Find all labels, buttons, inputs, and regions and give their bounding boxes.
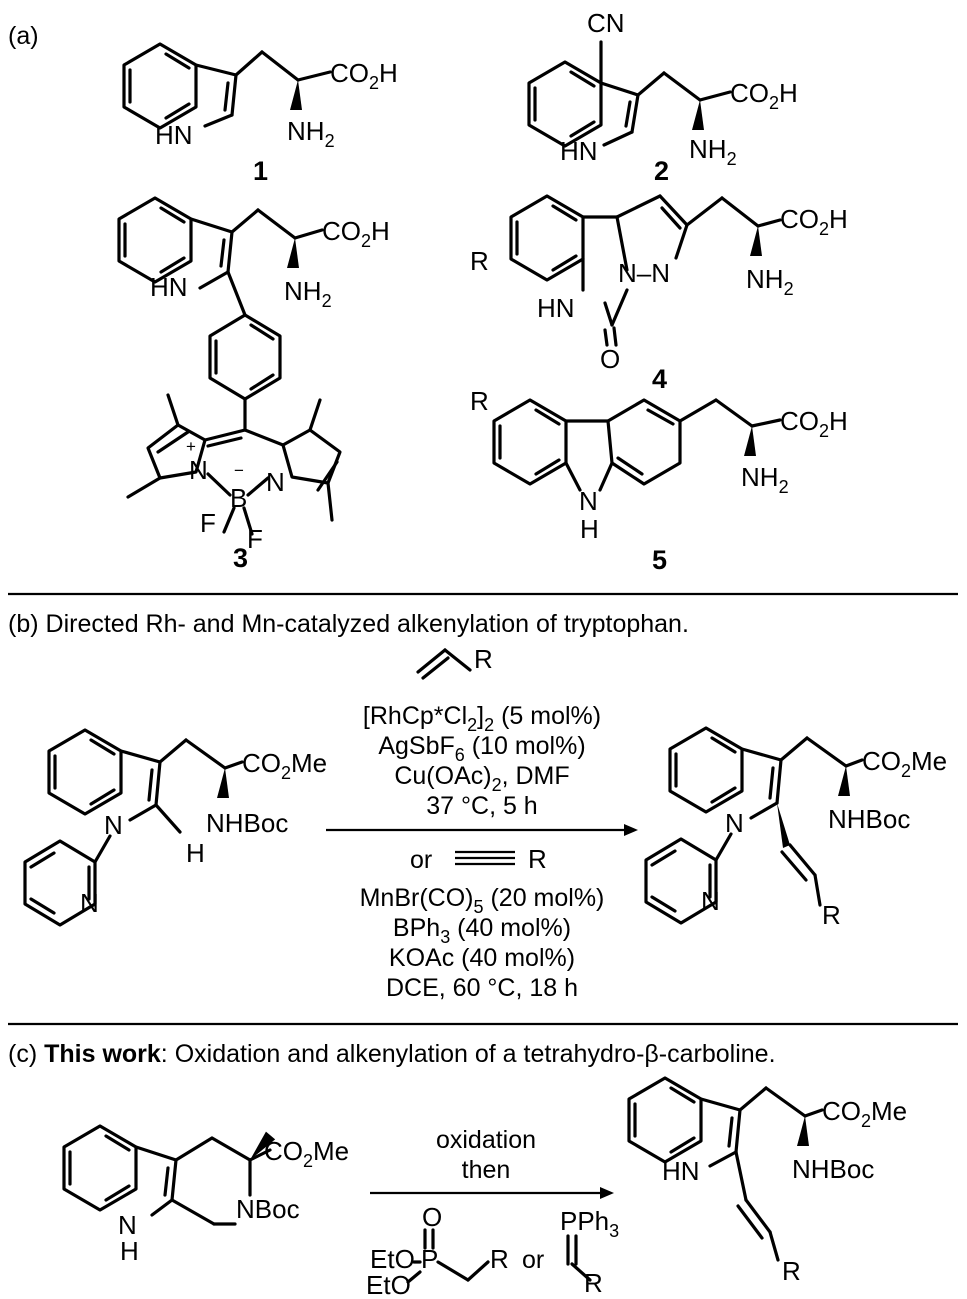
compound-1-number: 1 — [253, 156, 268, 186]
compound-2-number: 2 — [654, 156, 669, 186]
condition-base: KOAc (40 mol%) — [389, 944, 575, 972]
alkene-reagent — [416, 648, 472, 680]
compound-4-nh2-label: NH2 — [746, 264, 794, 299]
compound-1-nh2-label: NH2 — [287, 116, 335, 151]
compound-c-sm-nboc-label: NBoc — [236, 1194, 300, 1224]
alkene-r-label: R — [474, 644, 493, 674]
panel-a-label: (a) — [8, 22, 39, 50]
compound-c-prod-hn-label: HN — [662, 1156, 700, 1186]
compound-5-structure — [492, 398, 782, 492]
compound-c-prod-co2me-label: CO2Me — [822, 1096, 907, 1131]
compound-2-cn-label: CN — [587, 8, 625, 38]
compound-4-r-label: R — [470, 246, 489, 276]
panel-b-title: (b) Directed Rh- and Mn-catalyzed alkeny… — [8, 610, 689, 638]
compound-3-number: 3 — [233, 543, 248, 573]
condition-c-step2: then — [462, 1156, 511, 1184]
condition-c-step1: oxidation — [436, 1126, 536, 1154]
compound-3-co2h-label: CO2H — [322, 216, 390, 251]
compound-b-starting-material — [23, 728, 244, 927]
panel-c-title: (c) This work: Oxidation and alkenylatio… — [8, 1040, 776, 1068]
compound-4-o-label: O — [600, 344, 620, 374]
condition-ag-salt: AgSbF6 (10 mol%) — [378, 732, 585, 765]
ylide-r-label: R — [584, 1268, 603, 1298]
compound-3-f2-label: F — [247, 524, 263, 554]
compound-4-number: 4 — [652, 364, 667, 394]
compound-c-prod-nhboc-label: NHBoc — [792, 1154, 874, 1184]
compound-b-prod-r-label: R — [822, 900, 841, 930]
phosphonate-eto1-label: EtO — [370, 1244, 415, 1274]
compound-2-structure — [527, 40, 732, 148]
compound-3-structure — [117, 196, 342, 536]
compound-4-co2h-label: CO2H — [780, 204, 848, 239]
condition-borane: BPh3 (40 mol%) — [393, 914, 571, 947]
compound-3-f1-label: F — [200, 508, 216, 538]
compound-b-sm-h-label: H — [186, 838, 205, 868]
compound-3-b-label: B — [230, 483, 247, 513]
compound-5-n-label: N — [579, 486, 598, 516]
phosphonate-r-label: R — [490, 1244, 509, 1274]
compound-5-nh2-label: NH2 — [741, 462, 789, 497]
compound-b-prod-n2-label: N — [701, 886, 720, 916]
compound-c-product — [627, 1076, 824, 1262]
compound-1-co2h-label: CO2H — [330, 58, 398, 93]
compound-b-sm-co2me-label: CO2Me — [242, 748, 327, 783]
compound-3-minus-charge: − — [234, 461, 244, 480]
phosphonate-p-label: P — [421, 1244, 438, 1274]
condition-rh-catalyst: [RhCp*Cl2]2 (5 mol%) — [363, 702, 601, 735]
compound-b-prod-n1-label: N — [725, 808, 744, 838]
compound-4-hn-label: HN — [537, 293, 575, 323]
compound-2-nh-label: HN — [560, 136, 598, 166]
compound-b-sm-nhboc-label: NHBoc — [206, 808, 288, 838]
compound-c-sm-n-label: N — [118, 1210, 137, 1240]
phosphonate-eto2-label: EtO — [366, 1270, 411, 1299]
compound-2-nh2-label: NH2 — [689, 134, 737, 169]
ylide-pph3-label: PPh3 — [560, 1206, 619, 1241]
condition-or: or — [410, 846, 432, 874]
condition-c-or: or — [522, 1246, 544, 1274]
compound-b-sm-n1-label: N — [104, 810, 123, 840]
phosphonate-o-label: O — [422, 1202, 442, 1232]
condition-cu-oxidant: Cu(OAc)2, DMF — [394, 762, 569, 795]
compound-4-nn-label: N–N — [618, 258, 670, 288]
compound-c-starting-material — [62, 1124, 276, 1226]
compound-b-product — [644, 726, 864, 925]
compound-5-h-label: H — [580, 514, 599, 544]
compound-5-r-label: R — [470, 386, 489, 416]
alkyne-reagent — [455, 850, 515, 866]
compound-b-sm-n2-label: N — [80, 888, 99, 918]
compound-c-sm-h-label: H — [120, 1236, 139, 1266]
reaction-arrow-c — [370, 1187, 614, 1199]
compound-b-prod-co2me-label: CO2Me — [862, 746, 947, 781]
compound-c-sm-co2me-label: CO2Me — [264, 1136, 349, 1171]
reaction-arrow-b — [326, 824, 638, 836]
compound-3-nh2-label: NH2 — [284, 276, 332, 311]
compound-3-plus-charge: + — [186, 437, 196, 456]
compound-2-co2h-label: CO2H — [730, 78, 798, 113]
condition-temp-1: 37 °C, 5 h — [426, 792, 537, 820]
compound-5-co2h-label: CO2H — [780, 406, 848, 441]
compound-1-structure — [122, 42, 332, 130]
compound-c-prod-r-label: R — [782, 1256, 801, 1286]
phosphonate-reagent — [406, 1228, 490, 1284]
compound-3-n2-label: N — [266, 467, 285, 497]
compound-3-n1-label: N — [189, 455, 208, 485]
alkyne-r-label: R — [528, 844, 547, 874]
ylide-reagent — [566, 1234, 592, 1282]
compound-b-prod-nhboc-label: NHBoc — [828, 804, 910, 834]
compound-3-nh-label: HN — [150, 272, 188, 302]
condition-temp-2: DCE, 60 °C, 18 h — [386, 974, 578, 1002]
compound-4-structure — [509, 194, 782, 347]
compound-5-number: 5 — [652, 545, 667, 575]
condition-mn-catalyst: MnBr(CO)5 (20 mol%) — [360, 884, 605, 917]
compound-1-nh-label: HN — [155, 120, 193, 150]
